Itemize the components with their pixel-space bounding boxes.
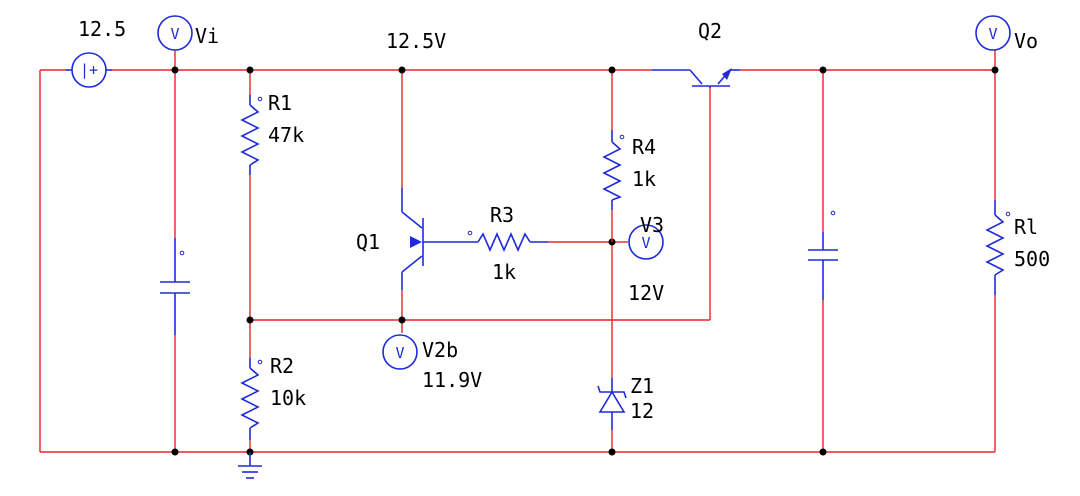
voltmeter-v2b[interactable]: V <box>382 334 418 370</box>
v2b-label: V2b <box>422 338 458 362</box>
v2b-reading: 11.9V <box>422 368 482 392</box>
ground-symbol <box>238 452 262 479</box>
rl-name: Rl <box>1014 215 1038 239</box>
wires <box>39 50 996 453</box>
resistor-r2[interactable] <box>240 358 263 440</box>
r1-value: 47k <box>268 123 304 147</box>
q2-name: Q2 <box>698 19 722 43</box>
v3-label: V3 <box>640 213 664 237</box>
zener-z1[interactable] <box>597 378 627 430</box>
input-capacitor[interactable] <box>160 238 190 335</box>
r3-name: R3 <box>490 203 514 227</box>
q1-name: Q1 <box>356 230 380 254</box>
junction-dots <box>171 66 999 456</box>
v2b-meter-symbol: V <box>395 344 404 362</box>
z1-name: Z1 <box>630 374 654 398</box>
resistor-rl[interactable] <box>985 200 1011 295</box>
r3-value: 1k <box>492 260 516 284</box>
voltmeter-v3[interactable]: V <box>628 224 664 260</box>
v3-reading: 12V <box>628 281 664 305</box>
resistor-r3[interactable] <box>440 230 548 252</box>
dc-source[interactable]: |+ <box>66 52 112 88</box>
r2-value: 10k <box>270 386 306 410</box>
rail-voltage-reading: 12.5V <box>386 29 446 53</box>
output-capacitor[interactable] <box>808 210 838 300</box>
transistor-q1[interactable] <box>401 188 440 290</box>
resistor-r1[interactable] <box>240 95 263 175</box>
r4-value: 1k <box>632 167 656 191</box>
r4-name: R4 <box>632 135 656 159</box>
vo-label: Vo <box>1014 29 1038 53</box>
v3-meter-symbol: V <box>641 234 650 252</box>
voltmeter-vo[interactable]: V <box>975 15 1011 51</box>
vi-label: Vi <box>195 24 219 48</box>
rl-value: 500 <box>1014 247 1050 271</box>
vi-meter-symbol: V <box>170 25 179 43</box>
transistor-q2[interactable] <box>652 68 740 88</box>
resistor-r4[interactable] <box>602 130 625 210</box>
r2-name: R2 <box>270 354 294 378</box>
z1-value: 12 <box>630 399 654 423</box>
r1-name: R1 <box>268 91 292 115</box>
source-value-label: 12.5 <box>78 17 126 41</box>
vo-meter-symbol: V <box>988 25 997 43</box>
source-symbol: |+ <box>80 61 98 79</box>
voltmeter-vi[interactable]: V <box>157 15 193 51</box>
